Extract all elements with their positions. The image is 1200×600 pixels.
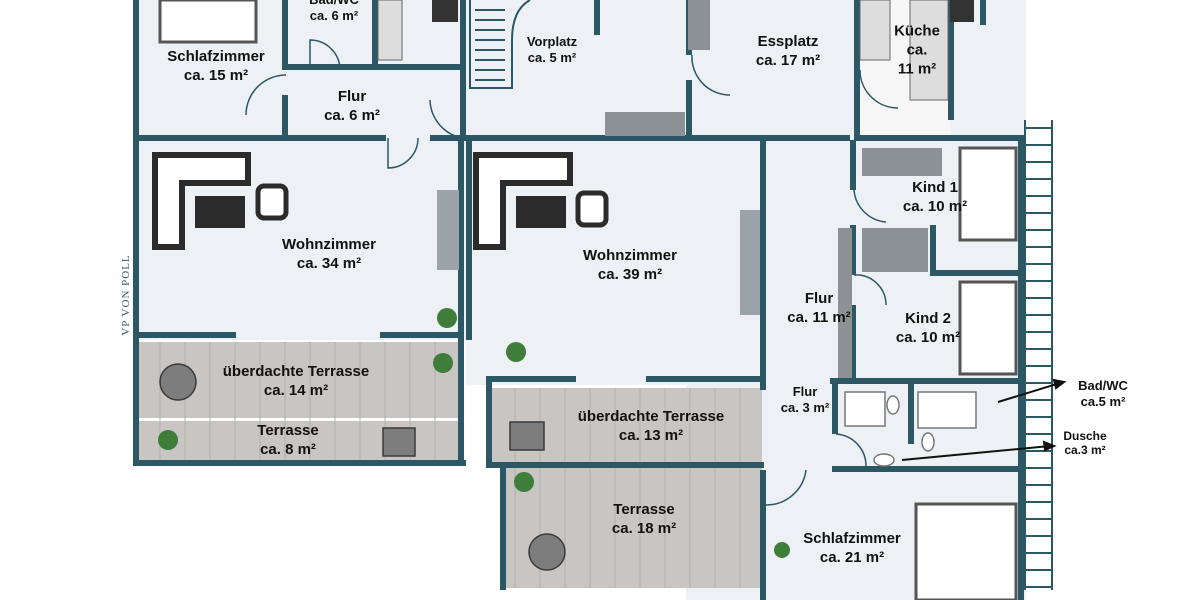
- room-label-kind-2: Kind 2 ca. 10 m²: [895, 310, 961, 346]
- beds: [158, 0, 1018, 600]
- room-label-kueche: Küche ca. 11 m²: [894, 22, 940, 78]
- balcony-railing: [1024, 120, 1053, 590]
- room-label-terrasse-2: Terrasse ca. 18 m²: [611, 501, 677, 537]
- room-label-ueberdachte-terrasse-2: überdachte Terrasse ca. 13 m²: [577, 408, 725, 444]
- staircase: [469, 0, 531, 89]
- room-label-schlafzimmer-2: Schlafzimmer ca. 21 m²: [803, 530, 901, 566]
- callout-arrows: [901, 378, 1067, 461]
- furniture-wohnzimmer-2: [473, 152, 760, 315]
- room-label-wohnzimmer-2: Wohnzimmer ca. 39 m²: [583, 247, 677, 283]
- room-label-schlafzimmer-1: Schlafzimmer ca. 15 m²: [167, 48, 265, 84]
- room-label-terrasse-1: Terrasse ca. 8 m²: [257, 422, 319, 458]
- plants: [158, 308, 790, 558]
- room-label-kind-1: Kind 1 ca. 10 m²: [902, 179, 968, 215]
- room-label-flur-3: Flur ca. 3 m²: [780, 384, 830, 415]
- kitchen-units: [377, 0, 974, 101]
- room-label-essplatz: Essplatz ca. 17 m²: [755, 33, 821, 69]
- bathroom-fixtures: [844, 391, 977, 467]
- room-label-vorplatz: Vorplatz ca. 5 m²: [526, 34, 578, 65]
- wardrobes: [605, 0, 942, 378]
- walls: [133, 0, 1024, 600]
- room-label-wohnzimmer-1: Wohnzimmer ca. 34 m²: [282, 236, 376, 272]
- callout-label-bad-wc-2: Bad/WC ca.5 m²: [1078, 378, 1128, 409]
- room-label-bad-wc-1: Bad/WC ca. 6 m²: [309, 0, 359, 23]
- room-label-flur-2: Flur ca. 11 m²: [787, 290, 851, 326]
- terrace-furniture: [159, 363, 566, 571]
- callout-label-dusche: Dusche ca.3 m²: [1063, 429, 1107, 457]
- room-label-ueberdachte-terrasse-1: überdachte Terrasse ca. 14 m²: [222, 363, 370, 399]
- furniture-wohnzimmer-1: [152, 152, 459, 270]
- door-swings: [245, 39, 899, 506]
- room-label-flur-1: Flur ca. 6 m²: [324, 88, 380, 124]
- brand-logo: VP VON POLL: [120, 254, 132, 336]
